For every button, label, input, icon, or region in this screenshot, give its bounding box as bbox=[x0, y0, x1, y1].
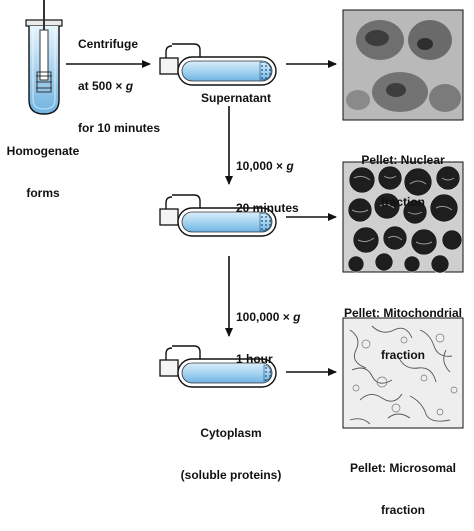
step2-g: g bbox=[286, 159, 294, 173]
pellet-microsomal-line2: fraction bbox=[380, 503, 425, 517]
pellet-nuclear-label: Pellet: Nuclear fraction bbox=[338, 125, 468, 223]
centrifuge-tube-3 bbox=[159, 345, 277, 388]
microsomal-fraction-micrograph bbox=[342, 317, 464, 429]
step2-speed: 10,000 × bbox=[236, 159, 287, 173]
cytoplasm-label: Cytoplasm (soluble proteins) bbox=[166, 398, 296, 496]
step1-line3: for 10 minutes bbox=[78, 121, 161, 135]
pellet-mitochondrial-label: Pellet: Mitochondrial fraction bbox=[336, 278, 470, 376]
step1-line1: Centrifuge bbox=[78, 37, 138, 51]
cytoplasm-line1: Cytoplasm bbox=[200, 426, 262, 440]
pellet-mitochondrial-line2: fraction bbox=[380, 348, 425, 362]
step1-line2: at 500 × g bbox=[78, 79, 160, 93]
step3-g: g bbox=[293, 310, 301, 324]
centrifuge-tube-2 bbox=[159, 194, 277, 237]
step1-speed: at 500 × bbox=[78, 79, 126, 93]
homogenate-line2: forms bbox=[26, 186, 60, 200]
pellet-microsomal-label: Pellet: Microsomal fraction bbox=[338, 433, 468, 531]
step3-line1: 100,000 × g bbox=[236, 310, 300, 324]
fractionation-diagram: Centrifuge at 500 × g for 10 minutes Hom… bbox=[2, 0, 470, 517]
step3-label: 100,000 × g 1 hour bbox=[236, 282, 300, 380]
step2-label: 10,000 × g 20 minutes bbox=[236, 131, 299, 229]
centrifuge-tube-1 bbox=[159, 43, 277, 86]
nuclear-fraction-micrograph bbox=[342, 9, 464, 121]
cytoplasm-line2: (soluble proteins) bbox=[180, 468, 282, 482]
mitochondrial-fraction-micrograph bbox=[342, 161, 464, 274]
step1-g: g bbox=[125, 79, 134, 93]
step3-line2: 1 hour bbox=[236, 352, 273, 366]
homogenate-line1: Homogenate bbox=[6, 144, 80, 158]
pellet-microsomal-line1: Pellet: Microsomal bbox=[349, 461, 457, 475]
step2-line1: 10,000 × g bbox=[236, 159, 299, 173]
step1-centrifuge-label: Centrifuge at 500 × g for 10 minutes bbox=[78, 9, 160, 149]
diagram-graphics bbox=[25, 0, 464, 429]
pellet-mitochondrial-line1: Pellet: Mitochondrial bbox=[343, 306, 462, 320]
homogenizer-pestle bbox=[36, 0, 52, 93]
pellet-nuclear-line1: Pellet: Nuclear bbox=[361, 153, 445, 167]
step2-line2: 20 minutes bbox=[236, 201, 299, 215]
homogenate-label: Homogenate forms bbox=[2, 116, 84, 214]
step3-speed: 100,000 × bbox=[236, 310, 294, 324]
supernatant-label: Supernatant bbox=[200, 91, 271, 105]
pellet-nuclear-line2: fraction bbox=[380, 195, 425, 209]
